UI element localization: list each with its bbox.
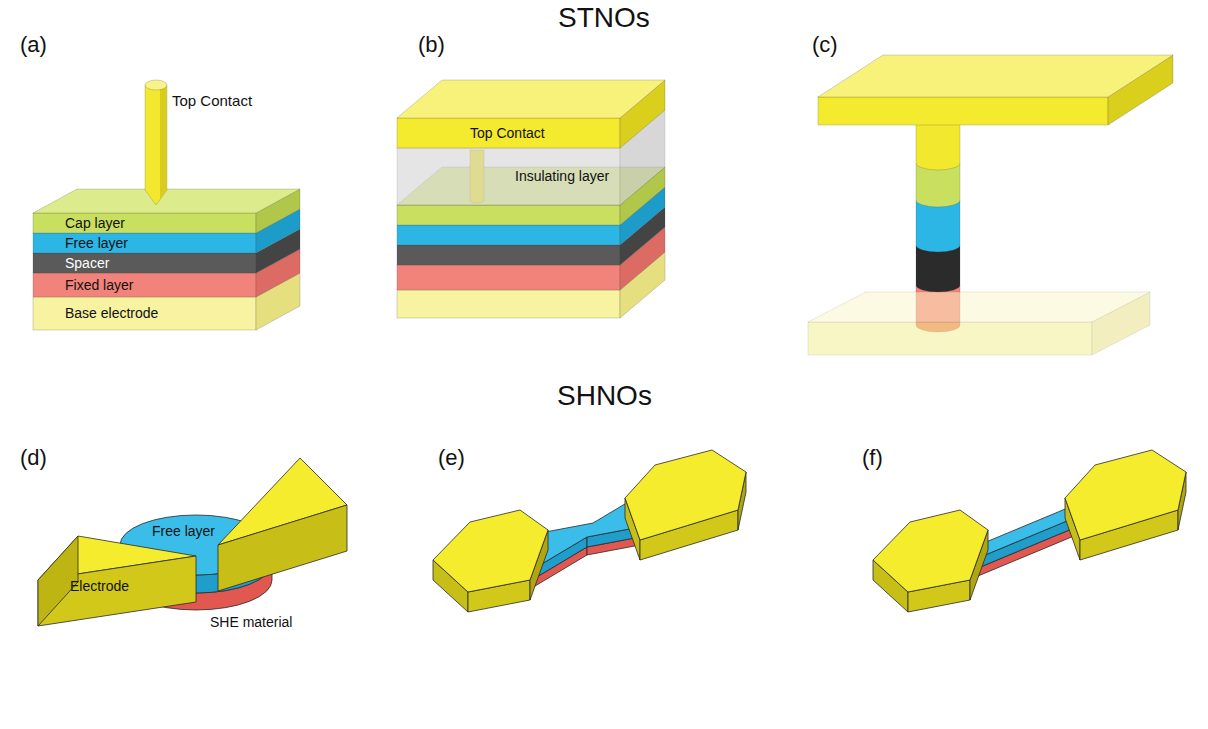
panel-label: (c) (812, 32, 838, 57)
stno-point-contact (33, 80, 300, 330)
top-contact-slab-shape (397, 80, 665, 118)
panel-label: (d) (20, 445, 47, 470)
cap-layer-shape (33, 213, 256, 233)
top-contact-tip-shape (160, 85, 167, 199)
part-label: Top Contact (470, 125, 545, 141)
shno-nanowire (873, 450, 1186, 612)
top-contact-tip-shape (145, 85, 167, 205)
spacer-layer-shape (397, 245, 620, 265)
cap-layer-shape (33, 189, 300, 213)
panel-label: (b) (418, 32, 445, 57)
right-pad-shape (625, 450, 746, 540)
right-electrode (218, 458, 347, 591)
pillar-stack-shape (916, 200, 960, 252)
stno-nanopillar (808, 55, 1173, 355)
spacer-layer-shape (33, 253, 256, 273)
right-pad (625, 450, 746, 560)
layer-label: Spacer (65, 255, 109, 271)
part-label: Electrode (70, 578, 129, 594)
fixed-layer-shape (33, 273, 256, 297)
left-pad (433, 510, 548, 612)
free-layer-shape (397, 225, 620, 245)
part-label: Top Contact (172, 92, 252, 109)
base-electrode-layer-shape (33, 297, 256, 330)
panel-label: (f) (862, 445, 883, 470)
cap-layer-shape (397, 205, 620, 225)
layer-label: Cap layer (65, 215, 125, 231)
top-contact-slab-shape (818, 55, 1173, 97)
stno-nanocontact (397, 80, 665, 318)
pillar-stack-shape (916, 120, 960, 170)
base-electrode-plate (808, 292, 1150, 355)
part-label: Free layer (152, 523, 215, 539)
top-contact-slab (397, 80, 665, 148)
shno-nanoconstriction (433, 450, 746, 612)
right-pad (1065, 450, 1186, 560)
left-pad-shape (873, 510, 988, 592)
left-pad (873, 510, 988, 612)
free-layer-shape (33, 233, 256, 253)
top-contact-slab (818, 55, 1173, 125)
layer-label: Base electrode (65, 305, 158, 321)
part-label: SHE material (210, 614, 292, 630)
base-electrode-layer-shape (397, 290, 620, 318)
base-electrode-plate-shape (808, 292, 1150, 322)
right-pad-shape (1065, 450, 1186, 540)
cap-layer (33, 189, 300, 233)
right-electrode-shape (218, 505, 347, 591)
panel-label: (a) (20, 32, 47, 57)
left-pad-shape (433, 510, 548, 592)
top-contact-slab-shape (397, 118, 620, 148)
left-electrode (38, 536, 196, 626)
fixed-layer-shape (397, 265, 620, 290)
section-heading: STNOs (558, 2, 650, 34)
base-electrode-plate-shape (808, 322, 1092, 355)
layer-label: Fixed layer (65, 277, 133, 293)
panel-label: (e) (438, 445, 465, 470)
insulating-layer-shape (397, 148, 620, 205)
layer-label: Free layer (65, 235, 128, 251)
part-label: Insulating layer (515, 168, 609, 184)
top-contact-slab-shape (818, 97, 1108, 125)
shno-nanogap (38, 458, 347, 626)
top-contact-tip (145, 80, 167, 205)
section-heading: SHNOs (557, 380, 652, 412)
top-contact-tip-shape (145, 80, 167, 90)
